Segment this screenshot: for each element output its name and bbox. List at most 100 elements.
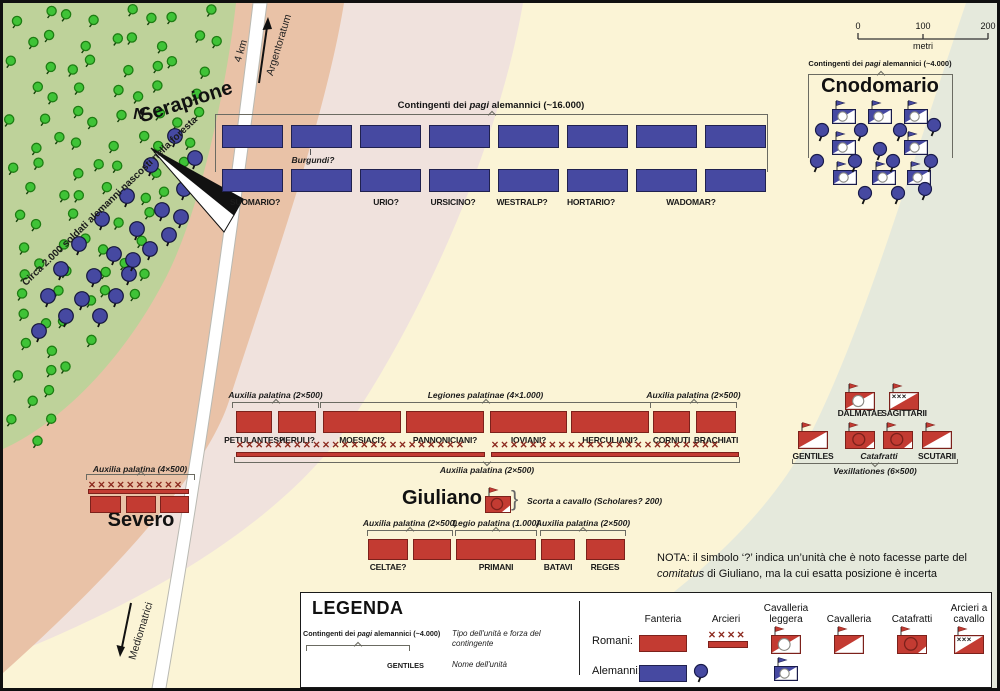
archers-bar xyxy=(88,489,189,494)
road-destination-label: Argentoratum xyxy=(263,12,295,78)
alemanni-infantry-unit xyxy=(360,125,421,148)
roman-infantry-unit xyxy=(490,411,567,433)
cnodomario-bracket xyxy=(808,70,953,158)
svg-text:✕✕✕: ✕✕✕ xyxy=(957,637,972,644)
alemanni-archer-icon xyxy=(872,141,888,168)
roman-light-cavalry-symbol xyxy=(771,626,801,660)
cav-cavalry-icon xyxy=(798,422,828,449)
roman-cavalry-icon xyxy=(922,422,952,455)
archer-pin-icon xyxy=(872,141,888,161)
scale-tick-200: 200 xyxy=(980,21,995,31)
roman-cavalry-icon xyxy=(845,422,875,455)
roman-unit-label: HERCULIANI? xyxy=(582,435,638,445)
roman-unit-label: CELTAE? xyxy=(369,562,407,572)
alemanni-archer-icon xyxy=(809,153,825,180)
nota-line2: di Giuliano, ma la cui esatta posizione … xyxy=(704,567,938,580)
reserve-bracket-label: Auxilia palatina (2×500) xyxy=(362,518,458,528)
light-cavalry-icon xyxy=(771,626,801,654)
alemanni-chief-label: SUOMARIO? xyxy=(229,197,281,207)
alemanni-archer-icon xyxy=(885,153,901,180)
alemanni-cavalry-icon xyxy=(904,100,928,130)
archer-pin-icon xyxy=(847,153,863,173)
alemanni-infantry-unit xyxy=(360,169,421,192)
alemanni-chief-label: WESTRALP? xyxy=(496,197,548,207)
roman-infantry-unit xyxy=(126,496,156,513)
roman-unit-label: PANNONICIANI? xyxy=(412,435,478,445)
alemanni-cavalry-icon xyxy=(907,161,931,191)
second-line-label: Auxilia palatina (2×500) xyxy=(439,465,535,475)
vexillationes-bracket xyxy=(792,458,958,468)
cavalry-unit-label: SCUTARII xyxy=(918,451,956,461)
roman-unit-label: REGES xyxy=(590,562,620,572)
hidden-alemanni-soldiers xyxy=(31,128,203,343)
second-line-bracket xyxy=(234,457,740,467)
forest-trees xyxy=(3,3,222,449)
cata-cavalry-icon xyxy=(897,626,927,654)
label-part: alemannici (~4.000) xyxy=(372,629,441,638)
front-line-bracket xyxy=(232,398,319,408)
archer-pin-icon xyxy=(892,122,908,142)
roman-cavalry-symbol xyxy=(834,626,864,660)
road-distance-label: 4 km xyxy=(231,38,251,64)
legend-panel: LEGENDA Contingenti dei pagi alemannici … xyxy=(300,592,992,688)
archer-pin-icon xyxy=(917,181,933,201)
roman-unit-label: MOESIACI? xyxy=(339,435,385,445)
roman-infantry-unit xyxy=(323,411,401,433)
scale-bar: 0 100 200 metri xyxy=(855,21,995,51)
roman-archers-symbol: ✕✕✕✕ xyxy=(708,631,748,648)
light-cavalry-icon xyxy=(845,383,875,410)
legend-divider xyxy=(579,601,580,675)
scale-unit: metri xyxy=(913,41,933,51)
alemanni-infantry-unit xyxy=(498,169,559,192)
reserve-bracket xyxy=(367,526,453,536)
cata-cavalry-icon xyxy=(845,422,875,449)
bracket-caret xyxy=(578,526,588,536)
reserve-bracket xyxy=(540,526,626,536)
alemanni-cavalry-icon xyxy=(833,161,857,191)
bracket-caret xyxy=(405,526,415,536)
archer-pin-icon xyxy=(890,185,906,205)
scale-tick-100: 100 xyxy=(915,21,930,31)
cav-cavalry-icon xyxy=(922,422,952,449)
archer-pin-icon xyxy=(885,153,901,173)
reserve-bracket-label: Auxilia palatina (2×500) xyxy=(535,518,631,528)
commander-giuliano: Giuliano xyxy=(402,487,482,509)
forest-note: Circa 2.000 soldati alemanni nascosti ne… xyxy=(20,114,200,289)
vexillationes-label: Vexillationes (6×500) xyxy=(833,466,917,476)
label-part: alemannici (~4.000) xyxy=(880,59,952,68)
roman-infantry-unit xyxy=(696,411,736,433)
front-bracket-label: Auxilia palatina (2×500) xyxy=(646,390,741,400)
light-cavalry-icon xyxy=(832,100,856,125)
alemanni-infantry-unit xyxy=(222,169,283,192)
legend-sample-name: GENTILES xyxy=(387,661,424,670)
roman-cavalry-icon xyxy=(883,422,913,455)
roman-infantry-unit xyxy=(541,539,575,560)
alemanni-infantry-unit xyxy=(222,125,283,148)
alemanni-chief-label: HORTARIO? xyxy=(566,197,616,207)
road-south-label: Mediomatrici xyxy=(126,600,156,662)
bracket-caret xyxy=(481,398,490,408)
alemanni-chief-label: URSICINO? xyxy=(430,197,476,207)
escort-brace: } xyxy=(511,486,519,511)
reserve-bracket-label: Legio palatina (1.000) xyxy=(452,518,540,528)
cnodomario-bracket-label: Contingenti dei pagi alemannici (~4.000) xyxy=(808,59,951,68)
alemanni-cavalry-icon xyxy=(832,100,856,130)
bracket-caret xyxy=(487,110,496,120)
roman-infantry-unit xyxy=(586,539,625,560)
roman-cavalry-icon: ✕✕✕ xyxy=(889,383,919,416)
roman-unit-label: PETULANTES? xyxy=(224,435,284,445)
light-cavalry-icon xyxy=(904,100,928,125)
archers-row: ✕✕✕✕✕✕✕✕✕✕ xyxy=(88,481,184,491)
roman-infantry-symbol xyxy=(639,635,687,652)
cavalry-unit-label: DALMATAE xyxy=(837,408,883,418)
front-line-bracket xyxy=(650,398,737,408)
bracket-caret xyxy=(271,398,280,408)
alemanni-infantry-unit xyxy=(291,125,352,148)
cav-cavalry-icon xyxy=(834,626,864,654)
light-cavalry-icon xyxy=(907,161,931,186)
svg-text:✕✕✕: ✕✕✕ xyxy=(892,394,907,401)
alemanni-infantry-unit xyxy=(429,169,490,192)
alemanni-infantry-unit xyxy=(429,125,490,148)
roman-unit-label: BATAVI xyxy=(543,562,573,572)
